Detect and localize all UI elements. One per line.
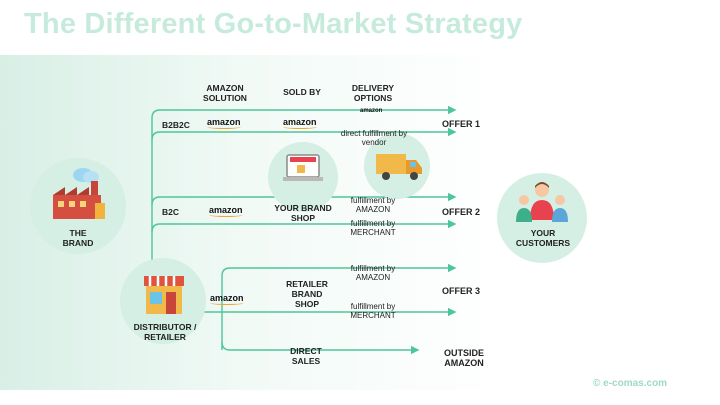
delivery-fbm-b2c: fulfillment by MERCHANT	[350, 219, 396, 237]
column-header-amazon-solution: AMAZON SOLUTION	[203, 83, 247, 103]
customers-icon	[516, 182, 568, 222]
column-header-sold-by: SOLD BY	[283, 87, 321, 97]
channel-b2c: B2C	[162, 207, 180, 217]
amazon-logo-text: amazon	[283, 117, 317, 127]
b2c-line-2	[151, 219, 457, 233]
distributor-label: DISTRIBUTOR / RETAILER	[133, 322, 197, 342]
retailer-branch	[221, 263, 457, 350]
laptop-shop-icon	[283, 154, 323, 181]
retailer-shop-label: RETAILER BRAND SHOP	[286, 279, 328, 309]
amazon-logo-b2c-solution: amazon	[209, 205, 243, 217]
amazon-logo-text: amazon	[207, 117, 241, 127]
delivery-truck-icon	[376, 154, 422, 180]
offer-1-label: OFFER 1	[442, 119, 481, 129]
offer-3-label: OFFER 3	[442, 286, 481, 296]
amazon-logo-retailer-solution: amazon	[210, 293, 244, 305]
delivery-direct-vendor: direct fulfillment by vendor	[340, 129, 408, 147]
amazon-logo-text: amazon	[210, 293, 244, 303]
page-title: The Different Go-to-Market Strategy	[24, 8, 523, 40]
amazon-logo-delivery-small: amazon	[360, 108, 382, 114]
column-header-delivery-options: DELIVERY OPTIONS	[351, 83, 395, 103]
amazon-logo-b2b2c-solution: amazon	[207, 117, 241, 129]
outside-amazon-label: OUTSIDE AMAZON	[443, 348, 484, 368]
direct-sales-line	[221, 341, 420, 355]
delivery-fbm-retailer: fulfillment by MERCHANT	[350, 302, 396, 320]
brand-shop-label: YOUR BRAND SHOP	[274, 203, 332, 223]
delivery-fba-retailer: fulfillment by AMAZON	[350, 264, 396, 282]
amazon-logo-text: amazon	[360, 108, 383, 114]
amazon-logo-text: amazon	[209, 205, 243, 215]
storefront-icon	[144, 276, 184, 314]
offer-2-label: OFFER 2	[442, 207, 481, 217]
channel-b2b2c: B2B2C	[162, 120, 190, 130]
delivery-fba-b2c: fulfillment by AMAZON	[350, 196, 396, 214]
customers-label: YOUR CUSTOMERS	[515, 228, 571, 248]
amazon-logo-b2b2c-seller: amazon	[283, 117, 317, 129]
b2c-line-1	[151, 192, 457, 206]
factory-icon	[53, 168, 105, 219]
direct-sales-label: DIRECT SALES	[290, 346, 322, 366]
trunk-line	[151, 105, 457, 292]
b2b2c-line-2	[151, 127, 457, 141]
brand-label: THE BRAND	[62, 228, 94, 248]
footer-credit: © e-comas.com	[593, 378, 668, 389]
